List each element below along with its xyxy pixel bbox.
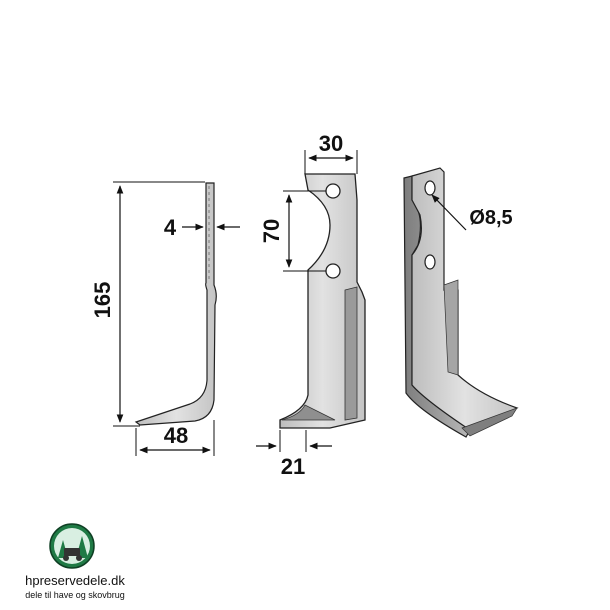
thickness-dimension-label: 4	[164, 215, 177, 240]
upper-bolt-hole	[325, 183, 341, 199]
bottom-width-dimension-label: 48	[164, 423, 188, 448]
lower-bolt-hole	[325, 263, 341, 279]
perspective-view: Ø8,5	[403, 167, 519, 438]
company-logo	[49, 523, 95, 569]
logo-brand-name: hpreservedele.dk	[25, 573, 125, 588]
perspective-upper-hole	[424, 180, 436, 196]
hole-spacing-dimension-label: 70	[259, 219, 284, 243]
perspective-lower-hole	[424, 254, 436, 270]
hole-diameter-label: Ø8,5	[469, 207, 512, 229]
blade-side-profile	[134, 182, 217, 426]
offset-dimension-label: 21	[281, 454, 305, 479]
blade-front-outline	[279, 173, 366, 429]
top-width-dimension-label: 30	[319, 131, 343, 156]
side-profile-view: 165 4 48	[90, 181, 240, 456]
hole-diameter-leader	[431, 194, 467, 231]
logo-tagline: dele til have og skovbrug	[25, 590, 125, 600]
logo-tractor-icon	[64, 548, 80, 556]
height-dimension-label: 165	[90, 282, 115, 319]
front-view: 30 70 21	[256, 131, 366, 479]
